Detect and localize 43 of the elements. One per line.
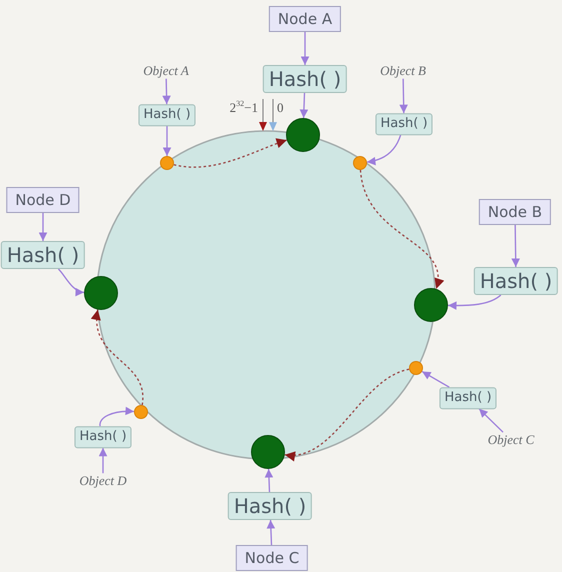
node-box: Node A (268, 6, 342, 32)
arrow (422, 370, 450, 388)
arrow (162, 78, 171, 104)
ring-position-label: 2$^{32}$−1 (230, 100, 258, 116)
hash-function-box: Hash( ) (375, 113, 433, 135)
arrow (399, 78, 408, 114)
arrow (266, 520, 276, 546)
arrow (300, 92, 308, 118)
arrow (264, 468, 274, 492)
ring-position-label: 0 (277, 100, 284, 116)
arrow (448, 294, 502, 310)
node-box: Node C (236, 545, 308, 571)
arrow (38, 213, 48, 241)
dotted-arrow (360, 170, 443, 289)
arrow (162, 126, 172, 156)
hash-function-box: Hash( ) (262, 65, 348, 93)
hash-function-box: Hash( ) (474, 267, 558, 295)
dotted-arrow (174, 138, 287, 168)
hash-function-box: Hash( ) (138, 104, 196, 126)
node-dot (286, 118, 320, 152)
hash-function-box: Hash( ) (0, 241, 86, 269)
object-label: Object B (380, 63, 426, 79)
arrow (366, 134, 402, 165)
hash-function-box: Hash( ) (74, 426, 132, 448)
object-label: Object D (79, 473, 127, 489)
node-box: Node B (478, 199, 552, 225)
hash-function-box: Hash( ) (228, 492, 312, 520)
hash-function-box: Hash( ) (439, 387, 497, 409)
arrow (478, 408, 504, 433)
object-label: Object C (488, 432, 534, 448)
arrow (300, 32, 310, 65)
dotted-arrow (92, 310, 144, 406)
dotted-arrow (284, 368, 410, 460)
object-label: Object A (143, 63, 189, 79)
object-dot (134, 405, 148, 419)
arrow (99, 406, 134, 426)
arrow (58, 268, 84, 296)
object-dot (160, 156, 174, 170)
node-dot (414, 288, 448, 322)
node-dot (84, 276, 118, 310)
arrow (511, 225, 520, 267)
arrow (98, 448, 108, 474)
node-box: Node D (6, 187, 80, 213)
